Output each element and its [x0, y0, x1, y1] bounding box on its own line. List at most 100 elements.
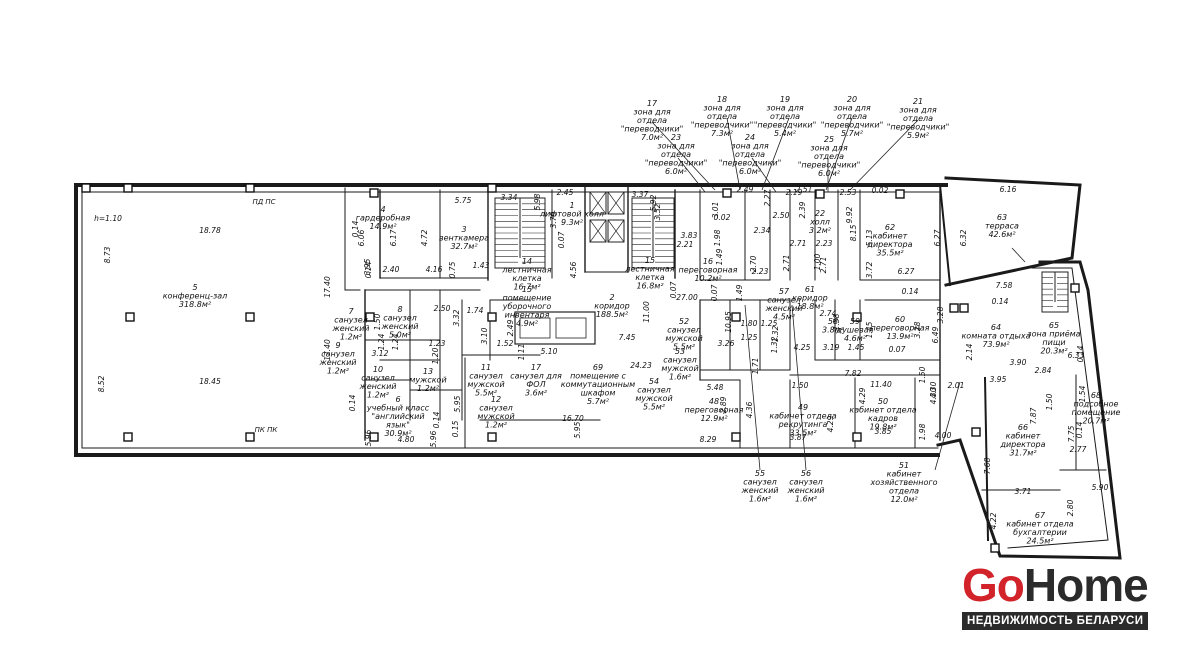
core-box-inner: [519, 317, 551, 339]
dimension-label: 5.90: [1092, 483, 1109, 492]
room-label-line: 3.6м²: [525, 389, 548, 398]
leader-lines: [651, 117, 1026, 471]
dimension-label: 1.45: [865, 321, 874, 338]
dimension-label: 2.71: [782, 255, 791, 272]
leader-line: [791, 304, 807, 471]
dimension-label: 6.33: [1068, 351, 1085, 360]
room-label-line: женский: [359, 382, 397, 391]
room-label-line: директора: [999, 440, 1045, 449]
room-label-line: переговорная: [685, 406, 744, 415]
elevator-cross: [607, 219, 625, 243]
dimension-label: 1.52: [497, 339, 514, 348]
dimension-label: 7.45: [619, 333, 636, 342]
inner-wall-left-bottom: [81, 191, 939, 449]
dimension-label: 1.98: [713, 229, 722, 246]
room-label-line: отдела: [837, 112, 867, 121]
logo-home: Home: [1023, 559, 1149, 611]
room-label-line: 32.7м²: [450, 242, 478, 251]
room-label-line: лестничная: [501, 266, 551, 275]
room-label-line: 68: [1091, 391, 1101, 400]
column: [959, 303, 969, 313]
room-label-line: 21: [913, 97, 923, 106]
room-label-line: 24.5м²: [1026, 537, 1054, 546]
room-label-line: санузел: [637, 386, 671, 395]
room-label-line: санузел для: [510, 372, 562, 381]
column: [487, 432, 497, 442]
room-label-line: 4.9м²: [516, 319, 539, 328]
dimension-label: 5.48: [707, 383, 724, 392]
room-label-line: душевая: [836, 326, 874, 335]
room-label-line: 19: [780, 95, 790, 104]
stairs: [494, 197, 1069, 313]
dimension-label: 1.23: [429, 339, 446, 348]
room-label-line: 5.9м²: [907, 131, 930, 140]
east-wing-outer: [936, 260, 1122, 560]
dimension-label: 4.36: [745, 401, 754, 418]
dimension-label: 24.23: [630, 361, 652, 370]
dimension-label: 1.32: [771, 325, 780, 342]
column: [722, 188, 732, 198]
column: [123, 432, 133, 442]
room-label-line: 1.2м²: [417, 384, 440, 393]
dimension-label: 3.95: [363, 258, 372, 275]
dimension-label: 2.71: [819, 257, 828, 274]
elevator-shaft: [589, 191, 607, 215]
room-label-line: венткамера: [439, 234, 489, 243]
room-label-line: 7.0м²: [641, 133, 664, 142]
room-label-line: зона для: [703, 104, 740, 113]
room-label-line: зона для: [633, 108, 670, 117]
room-label-line: 17: [647, 99, 658, 108]
dimension-label: 6.49: [931, 326, 940, 343]
room-label-line: 5: [192, 283, 197, 292]
dimension-label: 0.14: [432, 411, 441, 428]
room-label-line: 61: [805, 285, 815, 294]
dimension-label: 1.25: [741, 333, 758, 342]
dimension-label: 2.71: [790, 239, 807, 248]
room-label-line: учебный класс: [366, 404, 430, 413]
dimension-label: 18.78: [199, 226, 221, 235]
dimension-labels: 18.7818.4517.4017.408.738.52h=1.105.756.…: [94, 185, 1108, 529]
room-label-line: кабинет отдела: [849, 406, 916, 415]
room-label-line: 12.9м²: [700, 414, 728, 423]
logo-wordmark: GoHome: [962, 562, 1154, 608]
dimension-label: 4.56: [569, 261, 578, 278]
room-label-line: 51: [899, 461, 909, 470]
room-label-line: мужской: [635, 394, 672, 403]
room-label-line: "переводчики": [754, 121, 817, 130]
dimension-label: 7.68: [983, 457, 992, 474]
dimension-label: 0.15: [451, 420, 460, 437]
room-label-line: помещение: [1072, 408, 1121, 417]
dimension-label: 0.14: [364, 261, 373, 278]
dimension-label: 27.00: [676, 293, 698, 302]
dimension-label: 2.53: [840, 188, 857, 197]
dimension-label: 1.80: [741, 319, 758, 328]
room-label-line: 7.3м²: [711, 129, 734, 138]
room-label-line: "английский: [371, 412, 424, 421]
dimension-label: 0.02: [714, 213, 731, 222]
dimension-label: 0.07: [889, 345, 906, 354]
dimension-label: 11.00: [642, 301, 651, 323]
dimension-label: 7.87: [1029, 407, 1038, 424]
elevator-cross: [589, 219, 607, 243]
room-label-line: 25: [824, 135, 834, 144]
elevator-shaft: [607, 219, 625, 243]
room-label-line: 12: [491, 395, 501, 404]
dimension-label: 6.27: [898, 267, 915, 276]
column: [369, 432, 379, 442]
room-label-line: "переводчики": [719, 159, 782, 168]
room-label-line: 18.8м²: [796, 302, 824, 311]
room-label-line: ФОЛ: [526, 380, 545, 389]
dimension-label: 9.92: [845, 206, 854, 223]
room-label-line: женский: [765, 304, 803, 313]
room-label-line: клетка: [635, 273, 664, 282]
